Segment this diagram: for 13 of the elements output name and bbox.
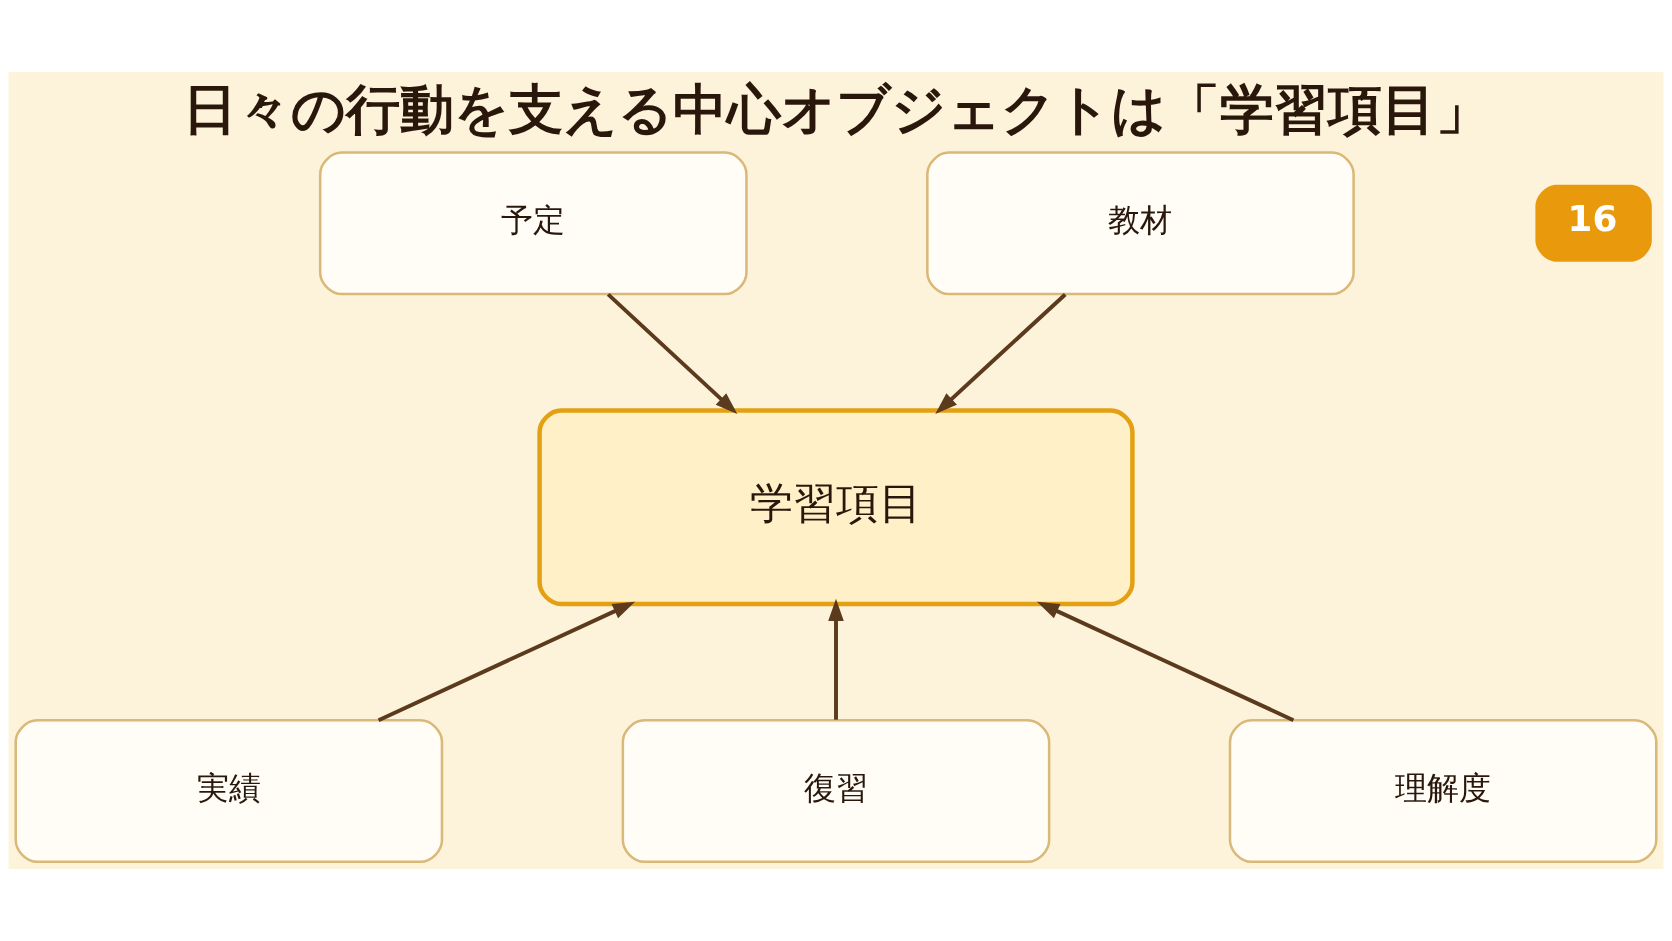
arrow bbox=[606, 293, 738, 415]
diagram-title: 日々の行動を支える中心オブジェクトは「学習項目」 bbox=[183, 77, 1491, 141]
node-box: 復習 bbox=[621, 719, 1051, 864]
node-box: 予定 bbox=[318, 151, 748, 296]
arrow bbox=[828, 598, 844, 720]
arrow bbox=[377, 601, 635, 722]
arrow bbox=[935, 293, 1067, 415]
arrow bbox=[1037, 601, 1295, 722]
node-box: 理解度 bbox=[1228, 719, 1658, 864]
node-box: 実績 bbox=[14, 719, 444, 864]
label: 16 bbox=[1567, 197, 1618, 239]
node-box: 学習項目 bbox=[537, 408, 1135, 607]
node-box: 教材 bbox=[926, 151, 1355, 296]
